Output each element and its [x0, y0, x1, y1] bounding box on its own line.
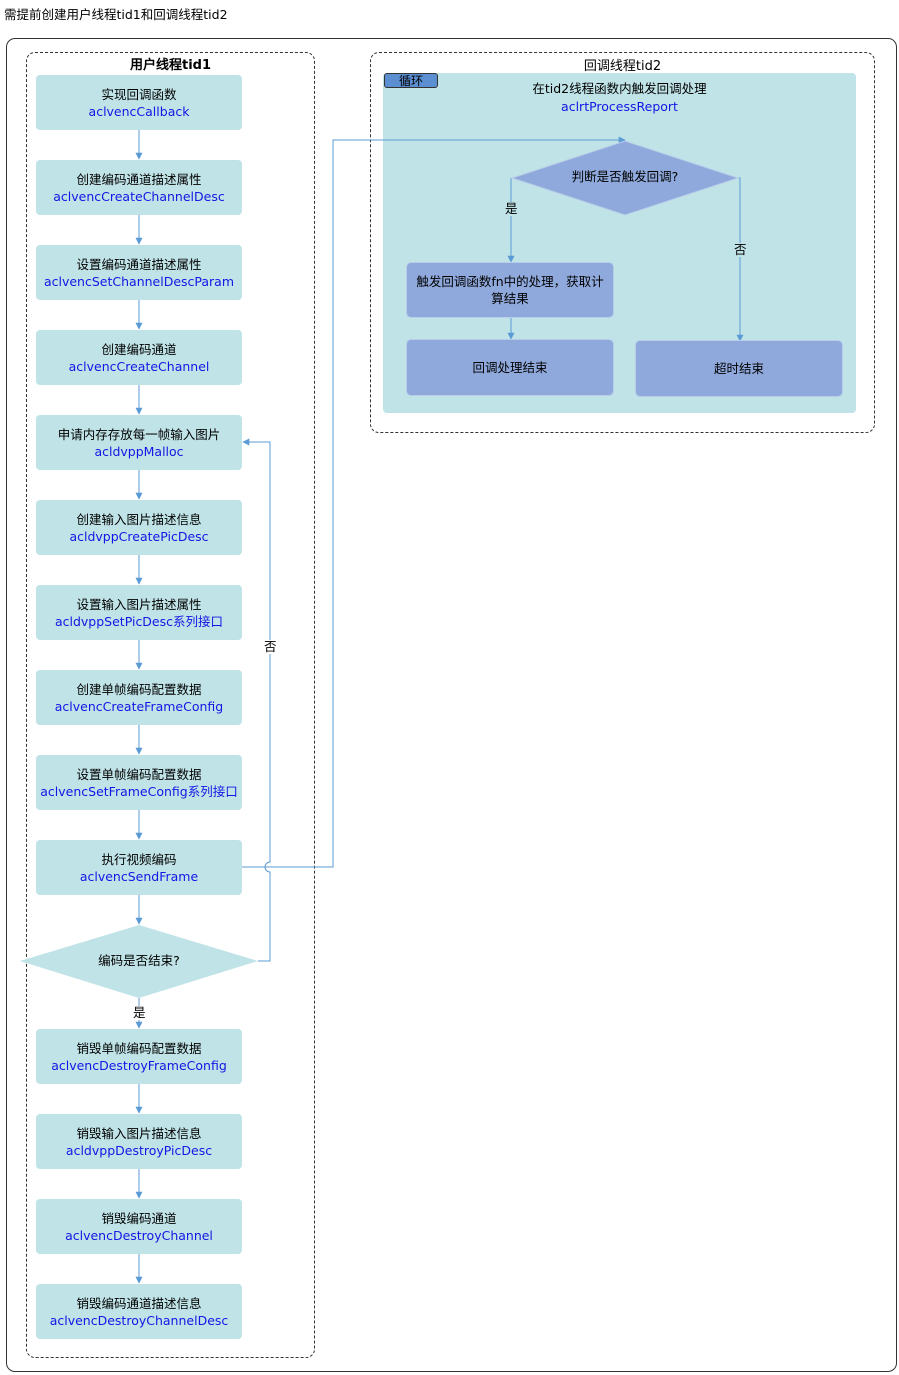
step-api-suffix: 系列接口: [187, 783, 238, 799]
diagram-caption: 需提前创建用户线程tid1和回调线程tid2: [4, 7, 228, 22]
decision-trigger-yes-label: 是: [504, 201, 519, 216]
step-label: 申请内存存放每一帧输入图片: [57, 426, 221, 442]
arrow-sendframe-callback: [242, 136, 626, 868]
lane-callback-thread: [370, 52, 875, 433]
step-api: aclvencCreateFrameConfig: [55, 698, 223, 715]
step-api-name: aclvencDestroyChannel: [65, 1227, 213, 1243]
step-api: acldvppMalloc: [94, 443, 183, 460]
step-label: 设置输入图片描述属性: [76, 596, 202, 612]
step-api-name: aclvencCreateChannelDesc: [53, 188, 225, 204]
decision-trigger-callback-label: 判断是否触发回调?: [571, 169, 679, 184]
lane-callback-thread-title: 回调线程tid2: [583, 59, 662, 74]
terminal-callback-done: 回调处理结束: [406, 339, 614, 396]
step-api: acldvppDestroyPicDesc: [66, 1142, 212, 1159]
decision-encode-yes-label: 是: [132, 1005, 147, 1020]
step-label: 实现回调函数: [101, 86, 177, 102]
step-api: acldvppCreatePicDesc: [69, 528, 208, 545]
step-label: 设置单帧编码配置数据: [76, 766, 202, 782]
terminal-timeout: 超时结束: [635, 340, 843, 397]
step-label: 创建输入图片描述信息: [76, 511, 202, 527]
step-api-name: acldvppCreatePicDesc: [69, 528, 209, 544]
arrow-cbdecision-no: [736, 177, 744, 342]
step-label: 创建编码通道描述属性: [76, 171, 202, 187]
step-api-name: acldvppSetPicDesc: [54, 613, 174, 629]
step-api-name: aclvencCreateFrameConfig: [54, 698, 224, 714]
step-api: acldvppSetPicDesc系列接口: [55, 613, 223, 630]
loop-title: 在tid2线程函数内触发回调处理 aclrtProcessReport: [383, 80, 856, 116]
step-label: 执行视频编码: [101, 851, 177, 867]
step-api: aclvencCreateChannelDesc: [53, 188, 224, 205]
step-api: aclvencDestroyFrameConfig: [51, 1057, 227, 1074]
step-api: aclvencSetFrameConfig系列接口: [40, 783, 237, 800]
decision-trigger-no-label: 否: [733, 242, 748, 257]
outer-frame: [6, 38, 897, 1372]
step-api-name: acldvppDestroyPicDesc: [65, 1142, 213, 1158]
process-trigger-callback: 触发回调函数fn中的处理，获取计算结果: [406, 262, 614, 318]
step-label: 销毁编码通道描述信息: [76, 1295, 202, 1311]
loop-tag: 循环: [384, 73, 438, 88]
step-api-name: aclvencSetFrameConfig: [40, 783, 188, 799]
step-api-name: aclvencDestroyFrameConfig: [51, 1057, 227, 1073]
step-api: aclvencCallback: [89, 103, 190, 120]
step-api-suffix: 系列接口: [173, 613, 224, 629]
lane-user-thread-title: 用户线程tid1: [129, 58, 212, 73]
step-api: aclvencCreateChannel: [69, 358, 210, 375]
step-api: aclvencSendFrame: [80, 868, 198, 885]
step-label: 创建单帧编码配置数据: [76, 681, 202, 697]
step-label: 设置编码通道描述属性: [76, 256, 202, 272]
loop-title-api: aclrtProcessReport: [561, 99, 678, 114]
step-api: aclvencDestroyChannelDesc: [50, 1312, 229, 1329]
step-api: aclvencSetChannelDescParam: [44, 273, 234, 290]
step-label: 创建编码通道: [101, 341, 177, 357]
step-label: 销毁编码通道: [101, 1210, 177, 1226]
decision-encode-done-label: 编码是否结束?: [98, 953, 180, 968]
step-api-name: aclvencSendFrame: [79, 868, 199, 884]
lane-user-thread: [26, 52, 315, 1358]
step-api: aclvencDestroyChannel: [65, 1227, 213, 1244]
step-label: 销毁单帧编码配置数据: [76, 1040, 202, 1056]
decision-trigger-callback: [510, 140, 740, 216]
step-label: 销毁输入图片描述信息: [76, 1125, 202, 1141]
arrow-decision-loopback: [242, 438, 271, 962]
loop-title-label: 在tid2线程函数内触发回调处理: [532, 81, 707, 96]
step-api-name: acldvppMalloc: [94, 443, 184, 459]
decision-encode-no-label: 否: [263, 639, 278, 654]
step-api-name: aclvencSetChannelDescParam: [43, 273, 235, 289]
step-api-name: aclvencCreateChannel: [68, 358, 210, 374]
decision-encode-done: [20, 925, 258, 998]
step-api-name: aclvencDestroyChannelDesc: [49, 1312, 229, 1328]
step-api-name: aclvencCallback: [88, 103, 190, 119]
